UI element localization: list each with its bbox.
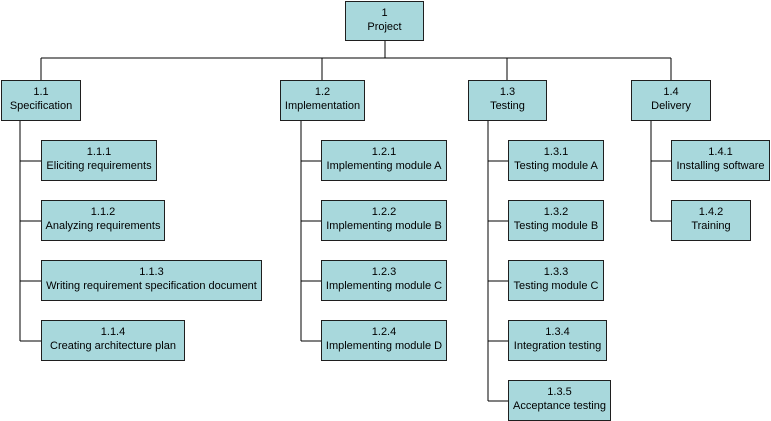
node-number: 1.3.5	[547, 386, 572, 398]
node-label: Testing module A	[514, 160, 598, 172]
node-number: 1.3.2	[543, 206, 569, 218]
wbs-node-1-3-1[interactable]: 1.3.1 Testing module A	[508, 140, 604, 181]
node-label: Testing module C	[513, 280, 599, 292]
node-label: Implementing module C	[325, 280, 443, 292]
wbs-node-1-3[interactable]: 1.3 Testing	[468, 80, 547, 121]
node-label: Project	[367, 21, 402, 33]
node-label: Installing software	[676, 160, 765, 172]
wbs-node-1-1-3[interactable]: 1.1.3 Writing requirement specification …	[41, 260, 262, 301]
node-number: 1.3.1	[543, 146, 569, 158]
node-number: 1.1.1	[86, 146, 112, 158]
node-number: 1.1.3	[139, 266, 164, 278]
node-label: Implementing module B	[326, 220, 442, 232]
node-label: Writing requirement specification docume…	[46, 280, 257, 292]
node-label: Testing	[490, 100, 525, 112]
node-number: 1.3	[499, 86, 516, 98]
node-label: Integration testing	[513, 340, 602, 352]
wbs-node-1-2-3[interactable]: 1.2.3 Implementing module C	[321, 260, 447, 301]
node-label: Creating architecture plan	[50, 340, 176, 352]
wbs-node-1-1-1[interactable]: 1.1.1 Eliciting requirements	[41, 140, 157, 181]
wbs-node-1-2-1[interactable]: 1.2.1 Implementing module A	[321, 140, 447, 181]
node-number: 1.4	[663, 86, 679, 98]
wbs-node-1-3-2[interactable]: 1.3.2 Testing module B	[508, 200, 604, 241]
node-label: Acceptance testing	[513, 400, 606, 412]
node-number: 1.2	[314, 86, 331, 98]
wbs-node-1-1-4[interactable]: 1.1.4 Creating architecture plan	[41, 320, 185, 361]
node-label: Delivery	[651, 100, 691, 112]
node-number: 1.4.2	[698, 206, 724, 218]
wbs-node-1-2-2[interactable]: 1.2.2 Implementing module B	[321, 200, 447, 241]
node-number: 1.2.3	[371, 266, 397, 278]
wbs-node-1-3-4[interactable]: 1.3.4 Integration testing	[508, 320, 607, 361]
wbs-node-1-1-2[interactable]: 1.1.2 Analyzing requirements	[41, 200, 165, 241]
node-label: Eliciting requirements	[46, 160, 152, 172]
node-label: Training	[691, 220, 731, 232]
wbs-node-1-3-5[interactable]: 1.3.5 Acceptance testing	[508, 380, 611, 421]
node-number: 1.2.2	[371, 206, 397, 218]
wbs-node-1-4[interactable]: 1.4 Delivery	[631, 80, 711, 121]
node-label: Specification	[9, 100, 73, 112]
node-number: 1.1.2	[90, 206, 116, 218]
node-number: 1.2.1	[371, 146, 397, 158]
node-number: 1.1.4	[100, 326, 126, 338]
node-label: Testing module B	[513, 220, 599, 232]
wbs-node-1-4-2[interactable]: 1.4.2 Training	[671, 200, 751, 241]
node-label: Implementation	[284, 100, 361, 112]
node-number: 1.1	[33, 86, 49, 98]
node-label: Analyzing requirements	[45, 220, 161, 232]
node-number: 1.3.3	[543, 266, 569, 278]
node-number: 1.3.4	[545, 326, 570, 338]
wbs-node-1-3-3[interactable]: 1.3.3 Testing module C	[508, 260, 604, 301]
node-number: 1.4.1	[708, 146, 733, 158]
wbs-node-1-4-1[interactable]: 1.4.1 Installing software	[671, 140, 770, 181]
wbs-node-1-2-4[interactable]: 1.2.4 Implementing module D	[321, 320, 447, 361]
wbs-node-root[interactable]: 1 Project	[345, 1, 424, 41]
node-number: 1.2.4	[371, 326, 397, 338]
wbs-node-1-2[interactable]: 1.2 Implementation	[280, 80, 365, 121]
node-label: Implementing module A	[326, 160, 442, 172]
node-number: 1	[381, 7, 388, 19]
wbs-node-1-1[interactable]: 1.1 Specification	[1, 80, 81, 121]
node-label: Implementing module D	[325, 340, 443, 352]
